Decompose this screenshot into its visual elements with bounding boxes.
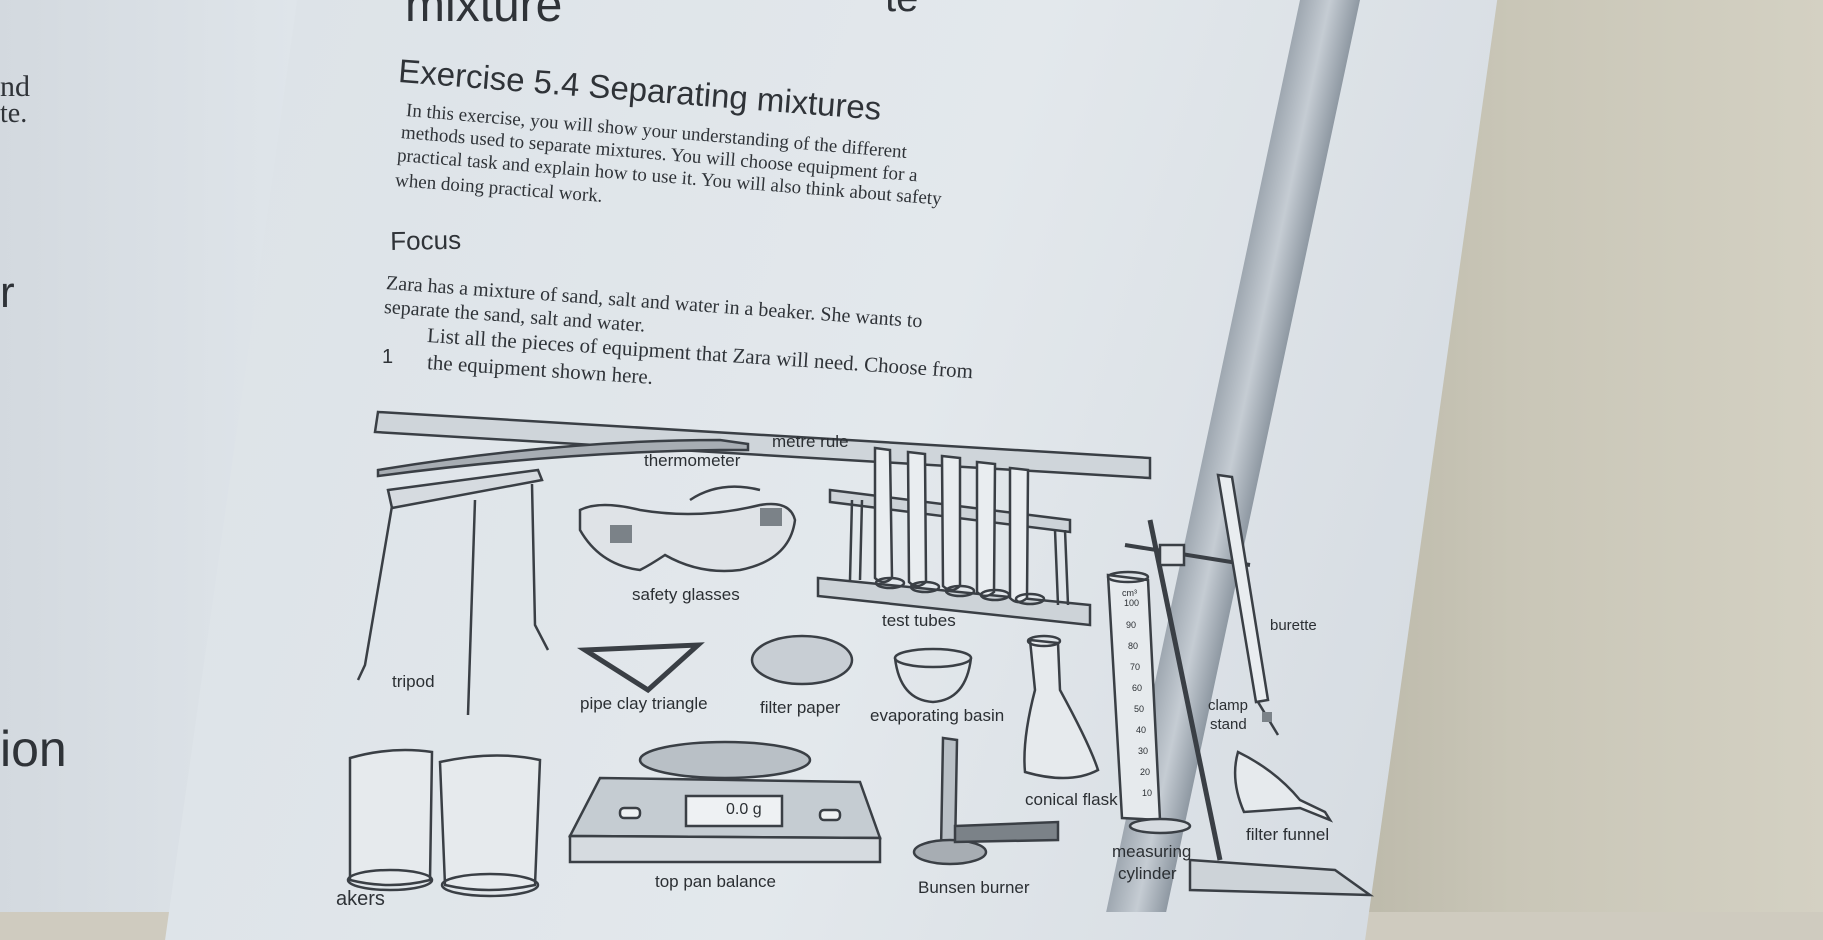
balance-display-reading: 0.0 g bbox=[726, 801, 762, 818]
label-metre-rule: metre rule bbox=[772, 432, 849, 451]
left-fragment-akers: akers bbox=[336, 888, 385, 910]
left-fragment-ion: ion bbox=[0, 721, 67, 777]
top-pan-balance-icon bbox=[567, 740, 882, 864]
cylinder-scale-70: 70 bbox=[1130, 662, 1141, 672]
bunsen-burner-icon bbox=[912, 736, 1060, 866]
cylinder-scale-10: 10 bbox=[1142, 788, 1153, 798]
cylinder-scale-30: 30 bbox=[1138, 746, 1149, 756]
label-bunsen-burner: Bunsen burner bbox=[918, 878, 1030, 897]
cylinder-scale-100: 100 bbox=[1124, 598, 1140, 608]
left-fragment-te: te. bbox=[0, 98, 28, 129]
left-fragment-r: r bbox=[0, 268, 15, 317]
safety-glasses-icon bbox=[578, 485, 797, 573]
label-clamp-stand-1: clamp bbox=[1208, 697, 1249, 714]
left-fragment-nd: nd bbox=[0, 70, 30, 103]
clamp-stand-icon bbox=[1124, 519, 1375, 897]
cylinder-scale-60: 60 bbox=[1132, 683, 1143, 693]
label-filter-paper: filter paper bbox=[760, 698, 841, 717]
header-fragment-right: te bbox=[885, 0, 918, 21]
evaporating-basin-icon bbox=[893, 647, 973, 704]
burette-icon bbox=[1216, 473, 1280, 736]
label-evaporating-basin: evaporating basin bbox=[870, 706, 1005, 725]
equipment-illustration bbox=[346, 410, 1375, 898]
cylinder-scale-40: 40 bbox=[1136, 725, 1147, 735]
label-filter-funnel: filter funnel bbox=[1246, 825, 1330, 844]
pipe-clay-triangle-icon bbox=[576, 642, 705, 694]
label-top-pan-balance: top pan balance bbox=[655, 872, 776, 891]
measuring-cylinder-icon bbox=[1106, 570, 1192, 835]
conical-flask-icon bbox=[1023, 638, 1100, 780]
label-test-tubes: test tubes bbox=[882, 611, 956, 630]
cylinder-scale-80: 80 bbox=[1128, 641, 1139, 651]
cylinder-scale-90: 90 bbox=[1126, 620, 1137, 630]
label-measuring-cylinder-2: cylinder bbox=[1118, 864, 1177, 883]
tripod-icon bbox=[356, 468, 550, 716]
beaker-1-icon bbox=[346, 748, 434, 892]
label-conical-flask: conical flask bbox=[1025, 790, 1118, 809]
header-fragment: mixture bbox=[405, 0, 563, 32]
label-pipe-clay-triangle: pipe clay triangle bbox=[580, 694, 708, 713]
filter-paper-icon bbox=[750, 634, 854, 686]
label-clamp-stand-2: stand bbox=[1210, 716, 1247, 733]
cylinder-scale-20: 20 bbox=[1140, 767, 1151, 777]
filter-funnel-icon bbox=[1233, 750, 1334, 823]
test-tubes-icon bbox=[816, 446, 1092, 627]
label-safety-glasses: safety glasses bbox=[632, 585, 740, 604]
metre-rule-icon bbox=[373, 410, 1152, 480]
label-tripod: tripod bbox=[392, 672, 435, 691]
label-thermometer: thermometer bbox=[644, 451, 741, 470]
thermometer-icon bbox=[376, 438, 750, 478]
cylinder-scale-50: 50 bbox=[1134, 704, 1145, 714]
cylinder-scale-unit: cm³ bbox=[1122, 588, 1137, 598]
label-measuring-cylinder-1: measuring bbox=[1112, 842, 1192, 861]
question-number: 1 bbox=[382, 346, 394, 368]
beaker-2-icon bbox=[438, 754, 542, 898]
label-burette: burette bbox=[1270, 617, 1317, 634]
